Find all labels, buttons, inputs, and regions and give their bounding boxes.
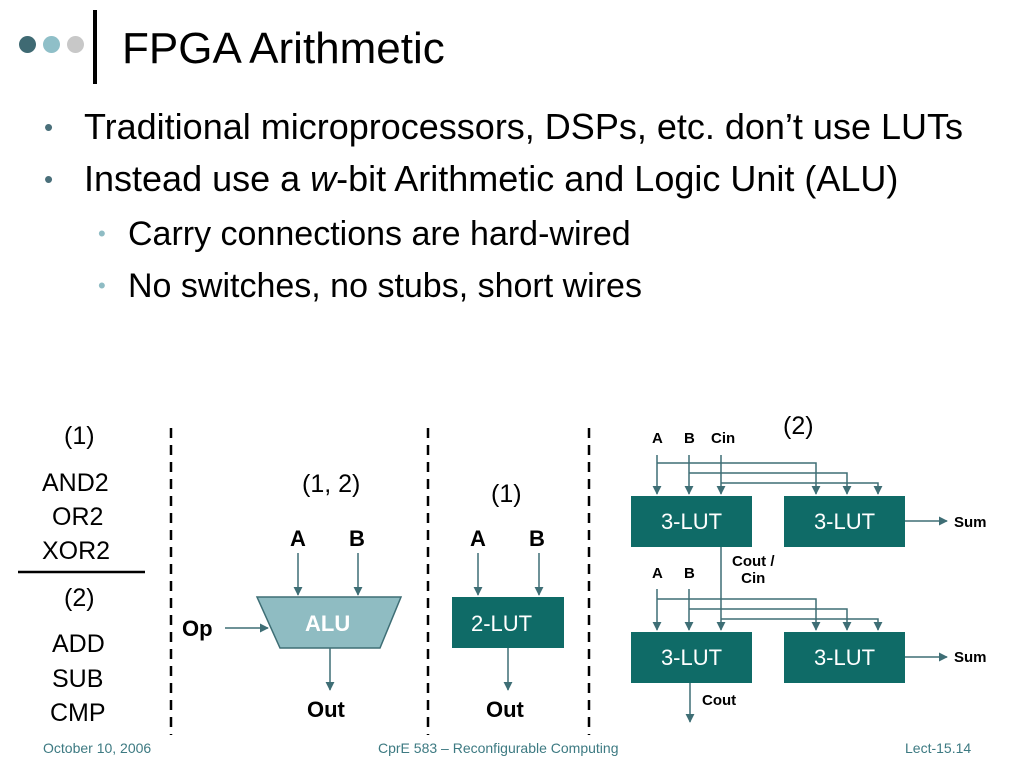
lut2-out-label: Out <box>486 697 524 722</box>
alu-out-label: Out <box>307 697 345 722</box>
adder-cost: (2) <box>783 412 814 440</box>
sub-bullet-text: No switches, no stubs, short wires <box>128 267 642 305</box>
slide-title: FPGA Arithmetic <box>122 24 445 73</box>
adder-top-input-a: A <box>652 430 663 447</box>
alu-op-label: Op <box>182 616 213 641</box>
ops-group2-cost: (2) <box>64 584 95 612</box>
bullet-item: • Instead use a w-bit Arithmetic and Log… <box>40 156 1000 202</box>
sub-bullet-item: • No switches, no stubs, short wires <box>40 260 1000 312</box>
lut3-label-bottom-right: 3-LUT <box>813 645 876 670</box>
bullet-marker: • <box>44 112 54 142</box>
ops-group1-cost: (1) <box>64 422 95 450</box>
bullet-text-pre: Instead use a <box>84 158 311 199</box>
bullet-marker: • <box>44 164 54 194</box>
lut3-box-bottom-left <box>631 632 752 683</box>
lut3-box-top-right <box>784 496 905 547</box>
lut3-label-top-right: 3-LUT <box>813 509 876 534</box>
sub-bullet-marker: • <box>98 273 106 298</box>
lut2-input-b-label: B <box>529 526 545 551</box>
footer-lecture: Lect-15.14 <box>905 740 972 756</box>
bullet-text-em: w <box>310 158 337 199</box>
ops-item: AND2 <box>42 469 109 497</box>
adder-top-input-b: B <box>684 430 695 447</box>
lut2-label: 2-LUT <box>471 611 533 636</box>
lut3-label-top-left: 3-LUT <box>660 509 723 534</box>
adder-cout-cin: Cout / Cin <box>732 553 775 587</box>
alu-input-b-label: B <box>349 526 365 551</box>
ops-item: OR2 <box>52 503 104 531</box>
title-dot-mid <box>43 36 60 53</box>
title-divider <box>93 10 97 84</box>
adder-top-wires <box>652 455 948 526</box>
lut2-box <box>452 597 564 648</box>
ops-item: ADD <box>52 630 105 658</box>
adder-bottom-wires <box>652 547 948 723</box>
footer-date: October 10, 2006 <box>43 740 152 756</box>
sub-bullet-text: Carry connections are hard-wired <box>128 215 631 253</box>
footer-course: CprE 583 – Reconfigurable Computing <box>378 740 619 756</box>
bullet-text: Traditional microprocessors, DSPs, etc. … <box>84 106 963 147</box>
adder-sum-top: Sum <box>954 514 987 531</box>
alu-input-a-label: A <box>290 526 306 551</box>
adder-bottom-input-a: A <box>652 565 663 582</box>
lut3-box-bottom-right <box>784 632 905 683</box>
title-dot-light <box>67 36 84 53</box>
bullet-text-post: -bit Arithmetic and Logic Unit (ALU) <box>336 158 899 199</box>
alu-shape <box>255 596 403 649</box>
bullet-list: • Traditional microprocessors, DSPs, etc… <box>40 104 1000 312</box>
adder-sum-bottom: Sum <box>954 649 987 666</box>
adder-top-input-cin: Cin <box>711 430 736 447</box>
adder-cout: Cout <box>702 692 737 709</box>
sub-bullet-marker: • <box>98 221 106 246</box>
lut2-cost: (1) <box>491 480 522 508</box>
ops-item: SUB <box>52 665 104 693</box>
adder-bottom-input-b: B <box>684 565 695 582</box>
title-dot-dark <box>19 36 36 53</box>
bullet-item: • Traditional microprocessors, DSPs, etc… <box>40 104 1000 150</box>
lut3-box-top-left <box>631 496 752 547</box>
ops-item: CMP <box>50 699 106 727</box>
alu-cost: (1, 2) <box>302 470 361 498</box>
ops-item: XOR2 <box>42 537 111 565</box>
lut2-input-a-label: A <box>470 526 486 551</box>
lut3-label-bottom-left: 3-LUT <box>660 645 723 670</box>
alu-label: ALU <box>305 611 351 636</box>
sub-bullet-item: • Carry connections are hard-wired <box>40 208 1000 260</box>
